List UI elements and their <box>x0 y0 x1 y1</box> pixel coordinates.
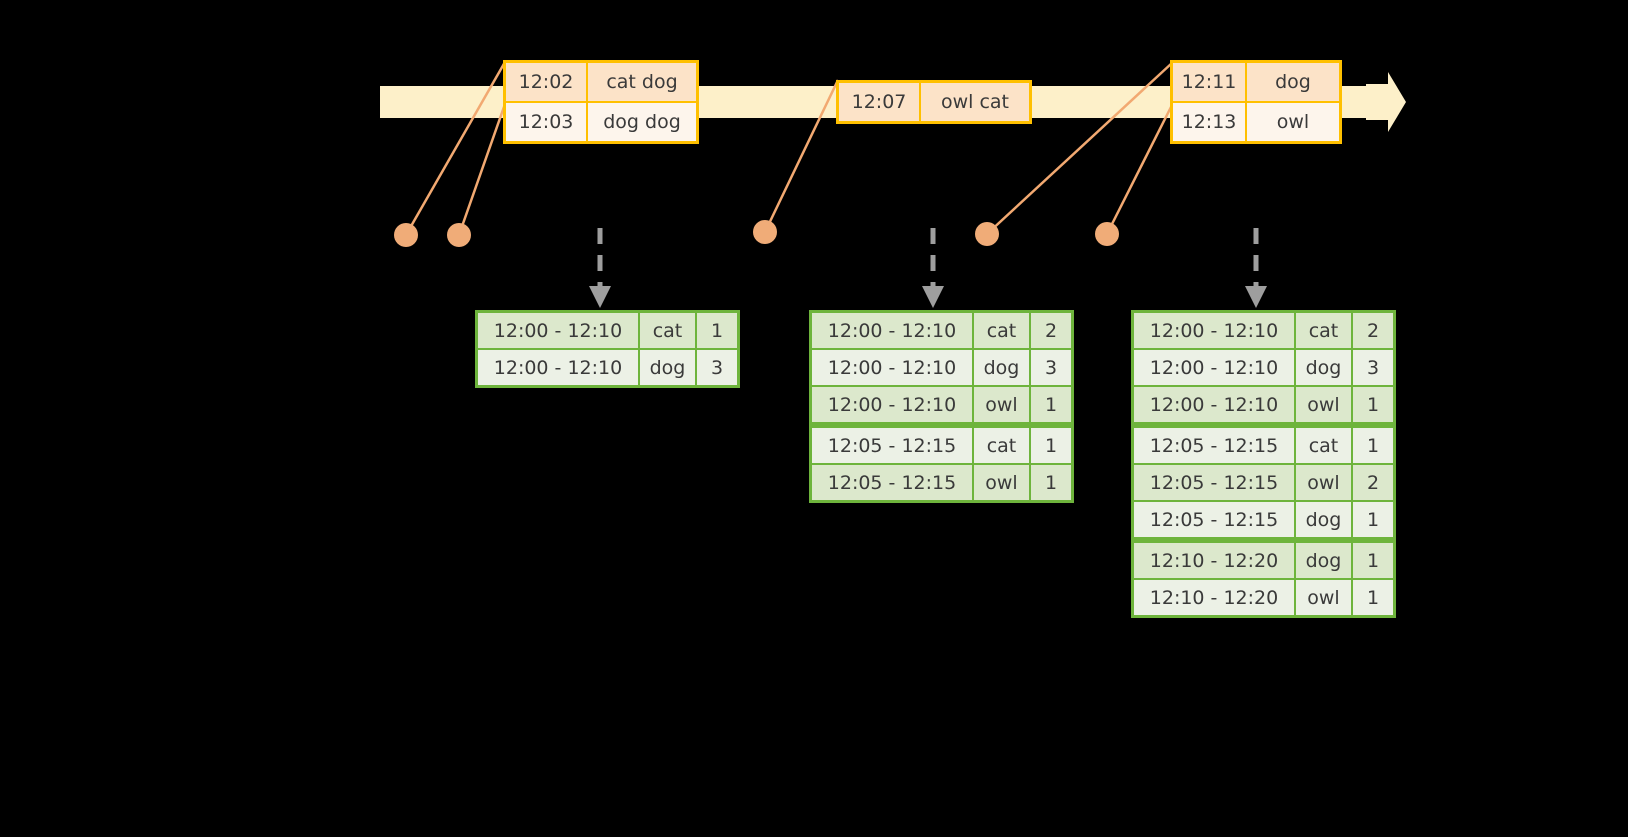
count-cell: 2 <box>1031 313 1071 348</box>
window-cell: 12:00 - 12:10 <box>1134 313 1294 348</box>
count-cell: 3 <box>697 350 737 385</box>
event-time: 12:11 <box>1173 63 1245 101</box>
key-cell: dog <box>640 350 695 385</box>
key-cell: owl <box>1296 580 1351 615</box>
event-group-2[interactable]: 12:07 owl cat <box>836 80 1032 124</box>
window-group-separator <box>1134 424 1393 426</box>
event-time: 12:13 <box>1173 103 1245 141</box>
count-cell: 1 <box>1353 580 1393 615</box>
event-time: 12:03 <box>506 103 586 141</box>
count-cell: 1 <box>1031 428 1071 463</box>
window-cell: 12:00 - 12:10 <box>1134 387 1294 422</box>
key-cell: dog <box>1296 350 1351 385</box>
event-row[interactable]: 12:07 owl cat <box>839 83 1029 121</box>
key-cell: cat <box>1296 428 1351 463</box>
key-cell: dog <box>974 350 1029 385</box>
event-time: 12:02 <box>506 63 586 101</box>
window-cell: 12:10 - 12:20 <box>1134 580 1294 615</box>
window-cell: 12:00 - 12:10 <box>478 313 638 348</box>
connector-1-dot[interactable] <box>394 223 418 247</box>
window-cell: 12:05 - 12:15 <box>1134 465 1294 500</box>
window-cell: 12:00 - 12:10 <box>812 350 972 385</box>
count-cell: 1 <box>1031 465 1071 500</box>
window-group-separator <box>812 424 1071 426</box>
window-cell: 12:10 - 12:20 <box>1134 543 1294 578</box>
window-cell: 12:00 - 12:10 <box>478 350 638 385</box>
event-words: dog dog <box>588 103 696 141</box>
event-row[interactable]: 12:03 dog dog <box>506 103 696 141</box>
key-cell: cat <box>640 313 695 348</box>
window-cell: 12:05 - 12:15 <box>1134 502 1294 537</box>
dash-arrow-2 <box>922 228 944 308</box>
key-cell: dog <box>1296 543 1351 578</box>
count-cell: 3 <box>1031 350 1071 385</box>
event-words: cat dog <box>588 63 696 101</box>
count-cell: 3 <box>1353 350 1393 385</box>
event-words: dog <box>1247 63 1339 101</box>
key-cell: cat <box>1296 313 1351 348</box>
window-cell: 12:00 - 12:10 <box>812 387 972 422</box>
window-cell: 12:05 - 12:15 <box>812 465 972 500</box>
count-cell: 1 <box>1353 428 1393 463</box>
event-words: owl <box>1247 103 1339 141</box>
event-row[interactable]: 12:11 dog <box>1173 63 1339 101</box>
key-cell: cat <box>974 428 1029 463</box>
count-cell: 1 <box>1353 543 1393 578</box>
count-cell: 1 <box>1353 502 1393 537</box>
timeline-arrowhead-icon <box>1366 72 1406 132</box>
key-cell: owl <box>974 387 1029 422</box>
count-cell: 1 <box>1031 387 1071 422</box>
event-group-3[interactable]: 12:11 dog 12:13 owl <box>1170 60 1342 144</box>
connector-2-line <box>457 103 507 236</box>
connector-5-line <box>1105 104 1174 235</box>
connector-5-dot[interactable] <box>1095 222 1119 246</box>
key-cell: cat <box>974 313 1029 348</box>
window-cell: 12:05 - 12:15 <box>1134 428 1294 463</box>
count-cell: 2 <box>1353 465 1393 500</box>
count-cell: 2 <box>1353 313 1393 348</box>
event-row[interactable]: 12:13 owl <box>1173 103 1339 141</box>
window-cell: 12:00 - 12:10 <box>1134 350 1294 385</box>
connector-2-dot[interactable] <box>447 223 471 247</box>
window-cell: 12:00 - 12:10 <box>812 313 972 348</box>
dash-arrow-1 <box>589 228 611 308</box>
connector-4-dot[interactable] <box>975 222 999 246</box>
event-group-1[interactable]: 12:02 cat dog 12:03 dog dog <box>503 60 699 144</box>
count-cell: 1 <box>697 313 737 348</box>
key-cell: dog <box>1296 502 1351 537</box>
dash-arrow-3 <box>1245 228 1267 308</box>
event-time: 12:07 <box>839 83 919 121</box>
event-words: owl cat <box>921 83 1029 121</box>
event-row[interactable]: 12:02 cat dog <box>506 63 696 101</box>
window-cell: 12:05 - 12:15 <box>812 428 972 463</box>
connector-3-dot[interactable] <box>753 220 777 244</box>
key-cell: owl <box>1296 387 1351 422</box>
key-cell: owl <box>1296 465 1351 500</box>
key-cell: owl <box>974 465 1029 500</box>
count-cell: 1 <box>1353 387 1393 422</box>
window-group-separator <box>1134 539 1393 541</box>
